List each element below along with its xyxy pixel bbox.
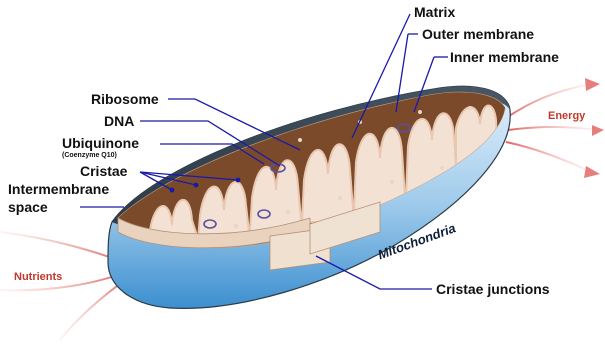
label-coenzyme: (Coenzyme Q10) [62, 152, 117, 160]
label-matrix: Matrix [414, 4, 455, 20]
label-energy: Energy [548, 110, 585, 122]
label-ubiquinone: Ubiquinone [62, 135, 139, 151]
label-outer-membrane: Outer membrane [422, 26, 534, 42]
label-inner-membrane: Inner membrane [450, 49, 559, 65]
label-cristae: Cristae [80, 163, 127, 179]
energy-arrows [506, 78, 604, 178]
label-space: space [8, 199, 48, 215]
label-cristae-junctions: Cristae junctions [436, 281, 550, 297]
label-intermembrane: Intermembrane [8, 181, 109, 197]
label-ribosome: Ribosome [91, 91, 159, 107]
label-dna: DNA [104, 113, 134, 129]
label-nutrients: Nutrients [14, 271, 62, 283]
